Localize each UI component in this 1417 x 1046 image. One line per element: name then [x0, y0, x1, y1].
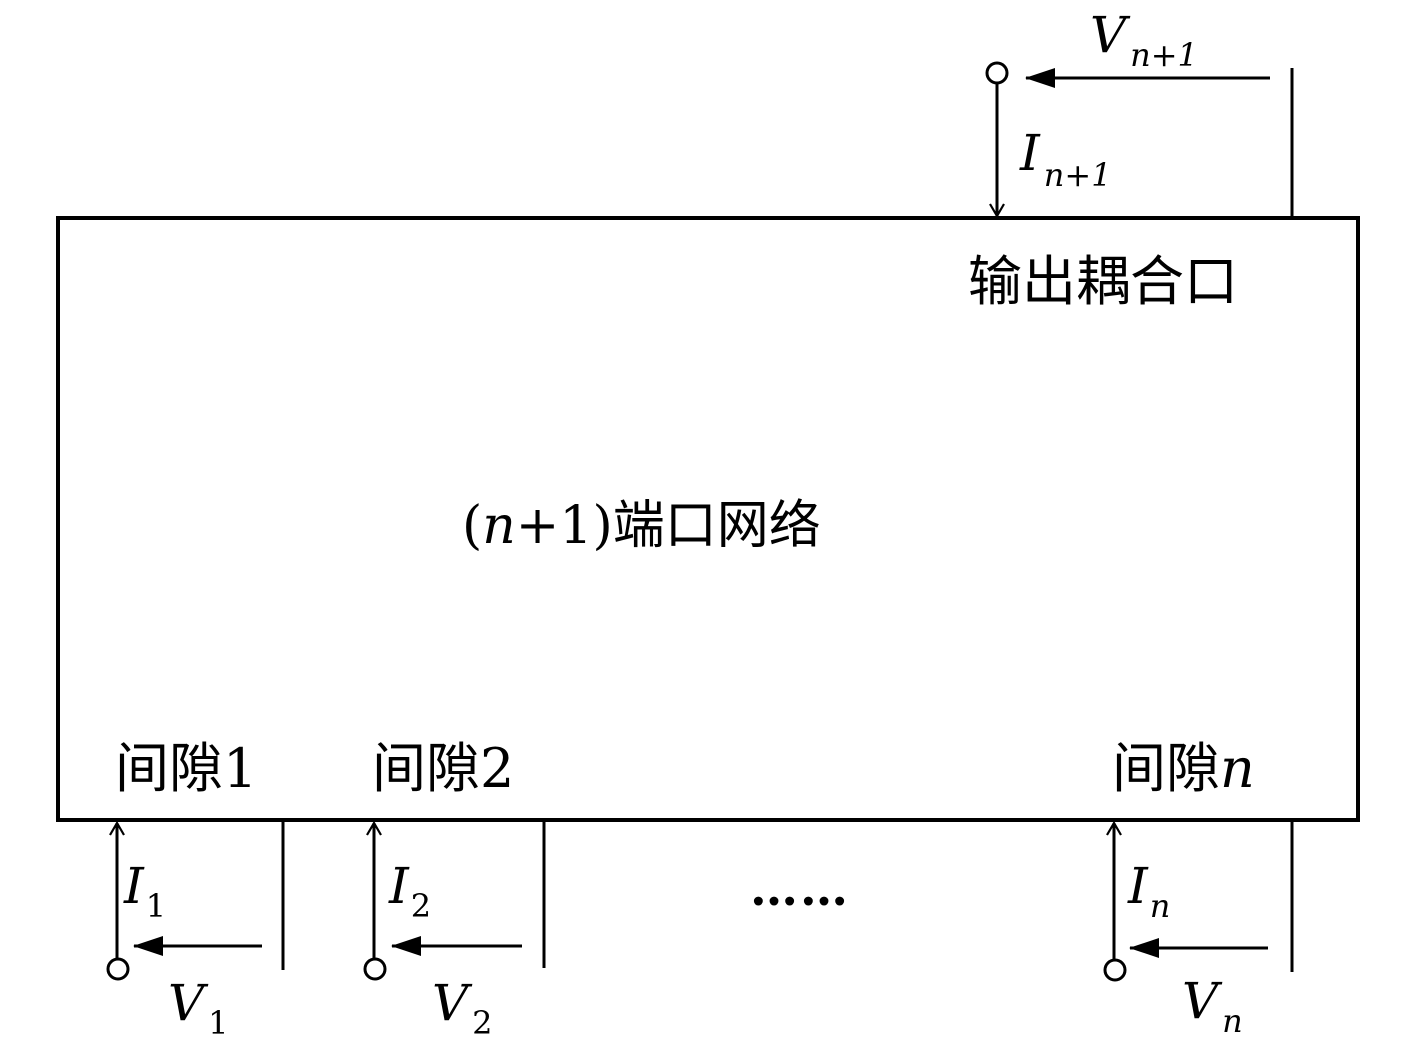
gap-1-voltage-symbol: V	[168, 974, 209, 1032]
gap-2-current-subscript: 2	[411, 887, 431, 925]
center-label-var: n	[482, 496, 516, 556]
gap-n-current-symbol: I	[1127, 857, 1149, 915]
gap-n-voltage-subscript: n	[1222, 1002, 1243, 1040]
center-label-paren-open: (	[462, 496, 482, 556]
output-voltage-subscript: n+1	[1130, 36, 1198, 74]
output-current-symbol: I	[1019, 124, 1041, 182]
gap-label-n-cjk: 间隙	[1112, 737, 1220, 800]
output-port-label: 输出耦合口	[968, 250, 1238, 313]
network-box	[56, 216, 1360, 822]
gap-1-voltage-subscript: 1	[208, 1004, 228, 1042]
center-label-paren-close: )	[592, 496, 612, 556]
gap-label-2-cjk: 间隙	[372, 737, 480, 800]
gap-n-terminal	[1103, 958, 1127, 982]
gap-2-terminal	[363, 957, 387, 981]
gap-1-current-symbol: I	[123, 857, 145, 915]
gap-label-1: 间隙1	[115, 737, 257, 800]
ellipsis: ……	[750, 861, 850, 917]
gap-label-n-index: n	[1220, 737, 1255, 800]
gap-label-2: 间隙2	[372, 737, 514, 800]
output-current-subscript: n+1	[1044, 156, 1112, 194]
gap-label-2-index: 2	[480, 737, 514, 800]
gap-2-voltage-subscript: 2	[472, 1004, 492, 1042]
gap-2-current-label: I2	[388, 857, 431, 925]
gap-1-terminal	[106, 957, 130, 981]
gap-2-voltage-symbol: V	[432, 974, 473, 1032]
center-label-plus-one: +1	[516, 496, 593, 556]
network-center-label: (n+1)端口网络	[462, 496, 821, 556]
output-voltage-symbol: V	[1090, 6, 1131, 64]
gap-label-1-cjk: 间隙	[115, 737, 223, 800]
output-port-terminal	[985, 61, 1009, 85]
gap-n-voltage-symbol: V	[1182, 972, 1223, 1030]
center-label-cjk: 端口网络	[613, 496, 821, 556]
gap-2-current-symbol: I	[388, 857, 410, 915]
gap-1-current-subscript: 1	[146, 887, 166, 925]
gap-label-1-index: 1	[223, 737, 257, 800]
gap-label-n: 间隙n	[1112, 737, 1255, 800]
gap-1-current-label: I1	[123, 857, 166, 925]
gap-n-current-label: In	[1127, 857, 1170, 925]
gap-n-current-subscript: n	[1150, 887, 1171, 925]
